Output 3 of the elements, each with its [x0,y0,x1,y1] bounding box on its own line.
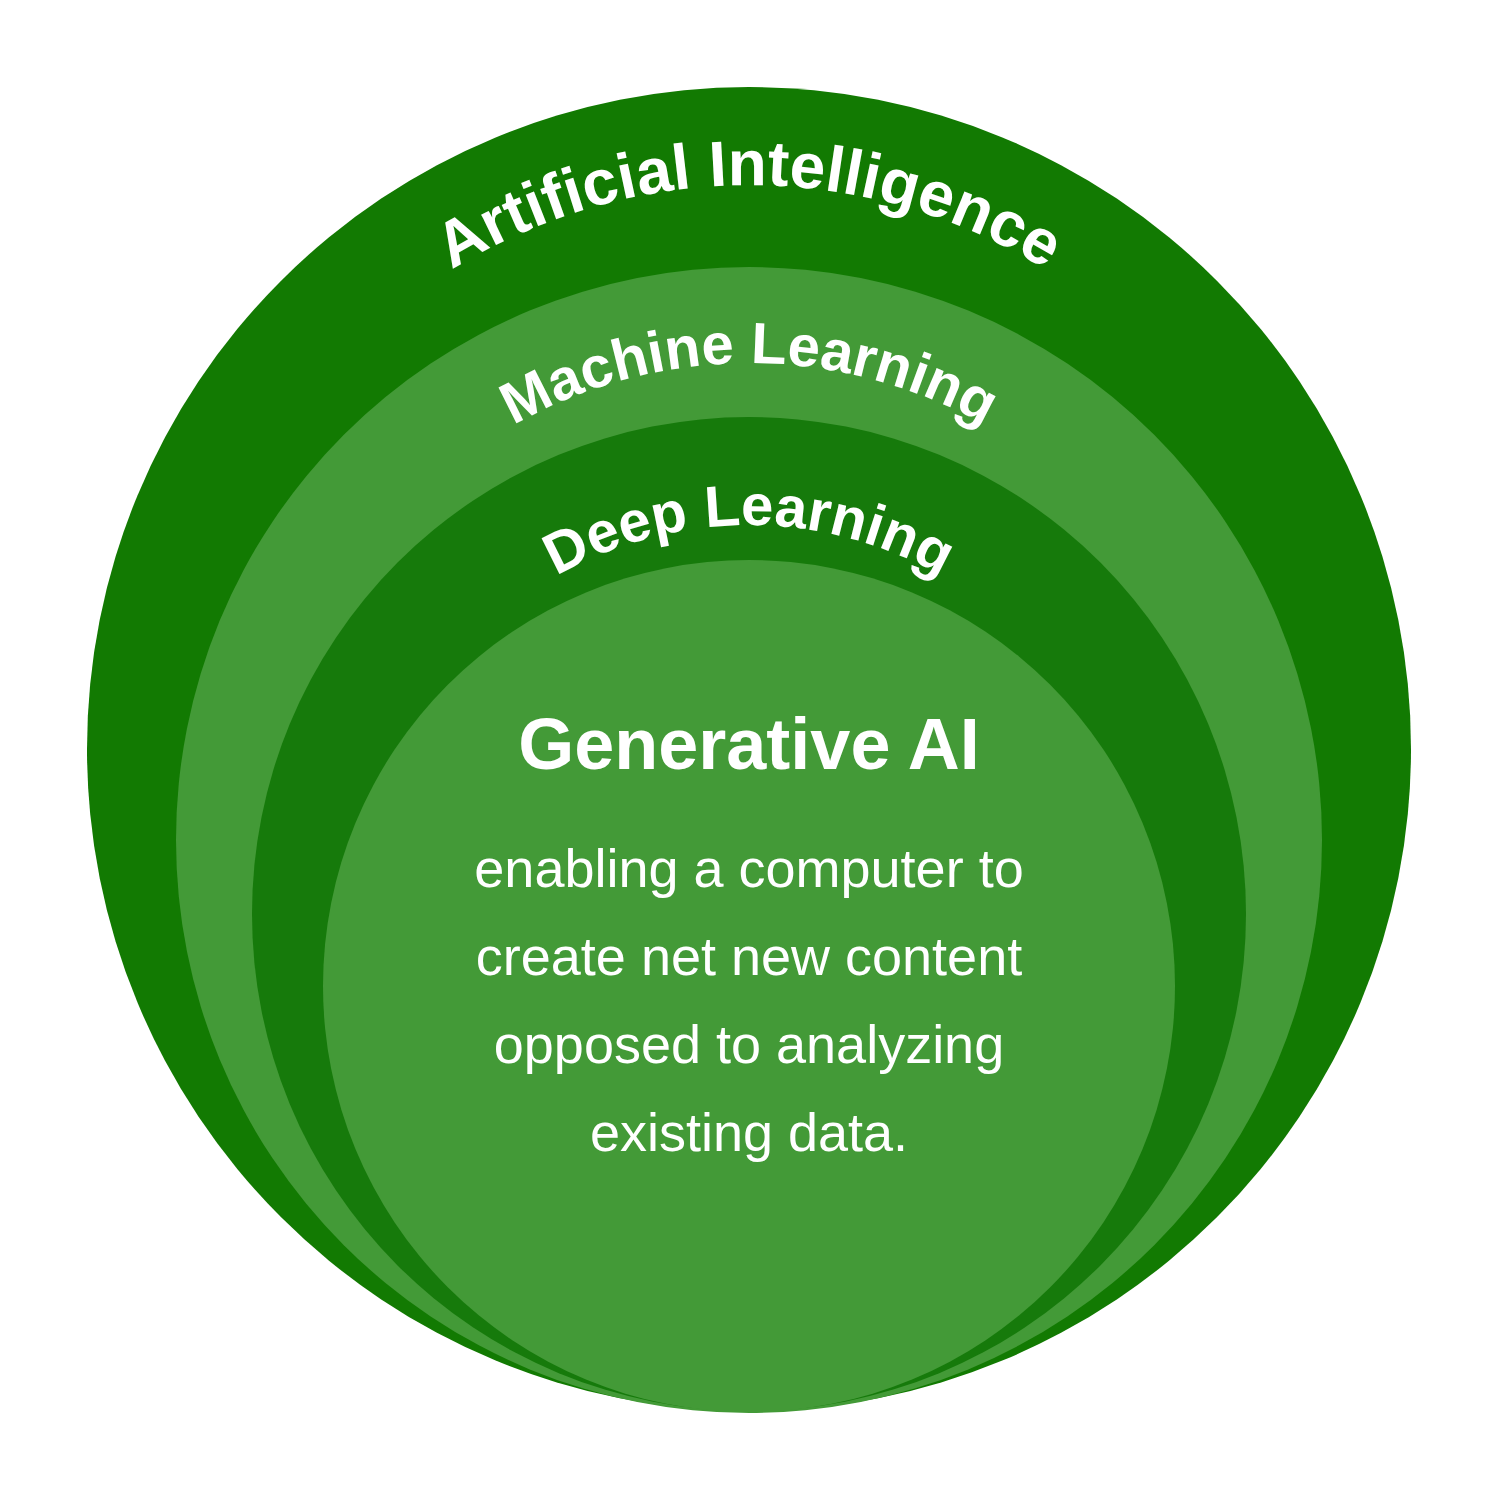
description-text: enabling a computer to create net new content opposed to analyzing existing data. [473,837,1025,1164]
title-text: Generative AI [518,708,980,780]
arc-label: Deep Learning [532,471,966,587]
